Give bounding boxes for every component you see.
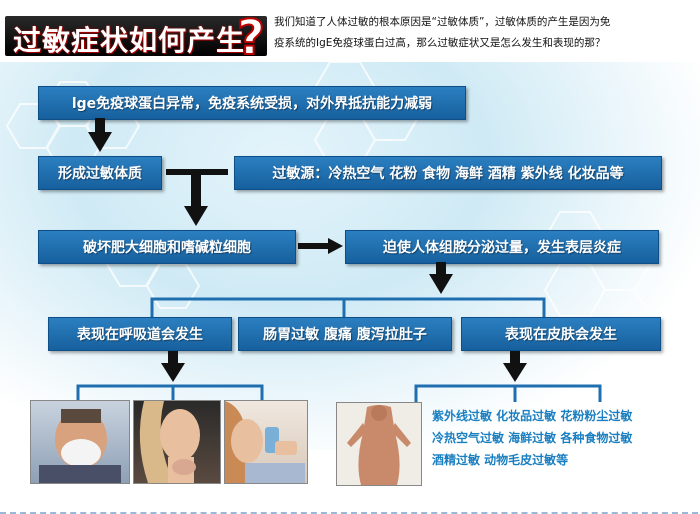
page-title: 过敏症状如何产生 — [13, 24, 246, 57]
skin-branch-lines — [414, 384, 602, 402]
itchy-skin-back-photo — [336, 402, 422, 486]
photo-branch-lines — [76, 384, 264, 400]
sore-throat-woman-photo — [133, 400, 221, 484]
intro-line: 疫系统的IgE免疫球蛋白过高，那么过敏症状又是怎么发生和表现的那？ — [274, 37, 606, 49]
list-item: 冷热空气过敏 海鲜过敏 各种食物过敏 — [432, 431, 633, 445]
arrow-down-icon — [429, 262, 453, 294]
arrow-right-icon — [298, 238, 343, 254]
node-skin: 表现在皮肤会发生 — [461, 317, 661, 351]
node-mast-cells: 破坏肥大细胞和嗜碱粒细胞 — [38, 230, 296, 264]
node-label: 迫使人体组胺分泌过量，发生表层炎症 — [383, 240, 621, 256]
node-gastro: 肠胃过敏 腹痛 腹泻拉肚子 — [238, 317, 452, 351]
arrow-down-icon — [88, 118, 112, 152]
intro-line: 我们知道了人体过敏的根本原因是“过敏体质”，过敏体质的产生是因为免 — [274, 16, 611, 28]
node-label: lge免疫球蛋白异常，免疫系统受损，对外界抵抗能力减弱 — [71, 96, 433, 112]
merge-bar — [166, 169, 228, 175]
arrow-down-icon — [161, 351, 185, 382]
node-allergens: 过敏源：冷热空气 花粉 食物 海鲜 酒精 紫外线 化妆品等 — [234, 156, 662, 190]
title-banner: 过敏症状如何产生 ? — [5, 10, 267, 62]
node-label: 表现在皮肤会发生 — [505, 327, 617, 343]
list-item: 酒精过敏 动物毛皮过敏等 — [432, 453, 569, 467]
skin-symptom-list: 紫外线过敏 化妆品过敏 花粉粉尘过敏 冷热空气过敏 海鲜过敏 各种食物过敏 酒精… — [432, 405, 694, 471]
arrow-down-icon — [503, 351, 527, 382]
question-mark-icon: ? — [236, 10, 266, 62]
node-respiratory: 表现在呼吸道会发生 — [48, 317, 232, 351]
node-label: 表现在呼吸道会发生 — [77, 327, 203, 343]
sneezing-man-photo — [30, 400, 130, 484]
node-label: 破坏肥大细胞和嗜碱粒细胞 — [83, 240, 251, 256]
list-item: 紫外线过敏 化妆品过敏 花粉粉尘过敏 — [432, 409, 633, 423]
node-label: 过敏源：冷热空气 花粉 食物 海鲜 酒精 紫外线 化妆品等 — [272, 166, 624, 182]
branch-lines — [150, 297, 546, 317]
node-allergic-constitution: 形成过敏体质 — [38, 156, 162, 190]
intro-text: 我们知道了人体过敏的根本原因是“过敏体质”，过敏体质的产生是因为免 疫系统的Ig… — [274, 12, 692, 54]
node-label: 形成过敏体质 — [58, 166, 142, 182]
node-ige-abnormal: lge免疫球蛋白异常，免疫系统受损，对外界抵抗能力减弱 — [38, 86, 466, 120]
inhaler-woman-photo — [224, 400, 308, 484]
node-histamine: 迫使人体组胺分泌过量，发生表层炎症 — [345, 230, 659, 264]
title-question-mark: ? — [237, 10, 265, 62]
node-label: 肠胃过敏 腹痛 腹泻拉肚子 — [263, 327, 427, 343]
arrow-down-icon — [184, 175, 208, 226]
